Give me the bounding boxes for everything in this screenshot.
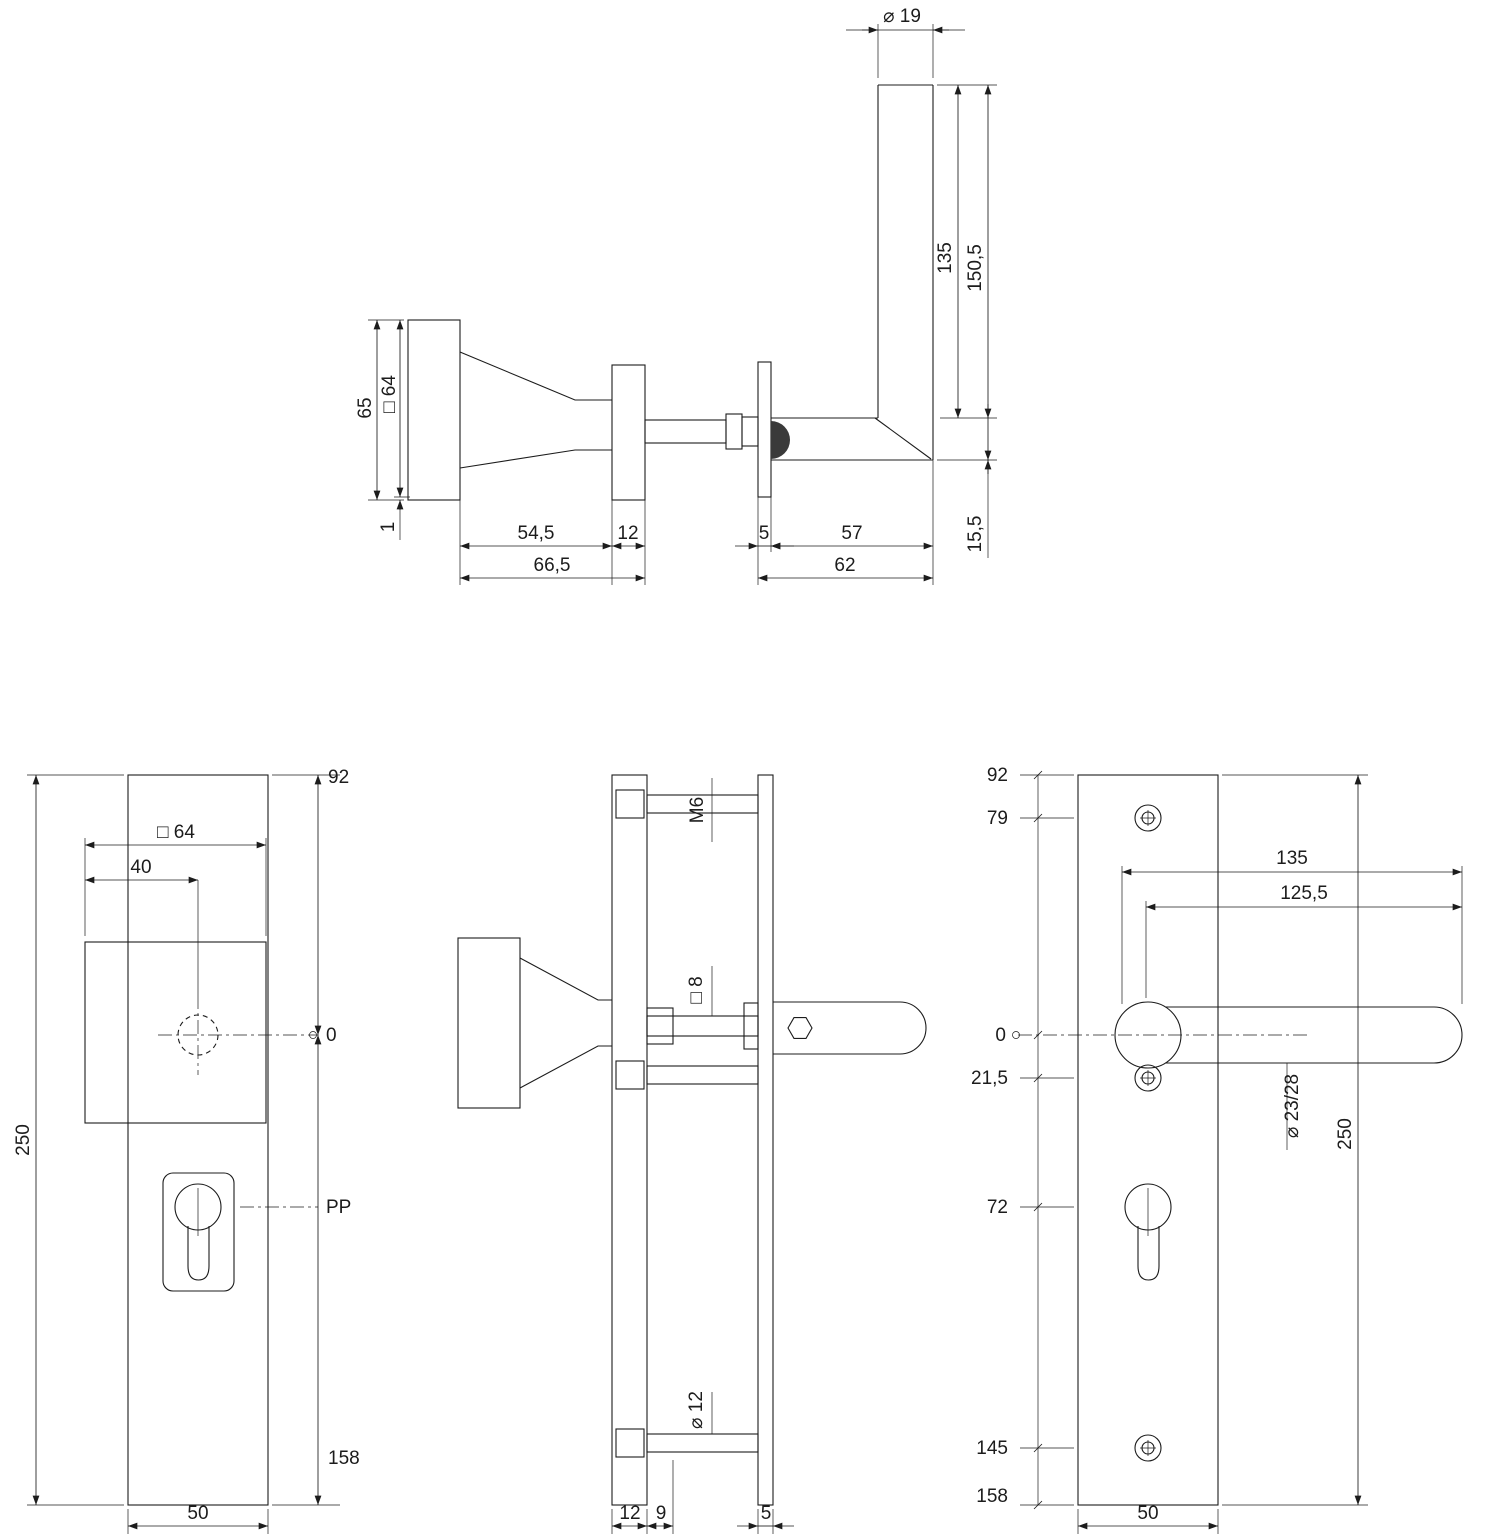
screw-middle [1134,1064,1162,1092]
knob-neck-profile [459,351,612,469]
inside-plate-edge [757,774,774,1506]
cylinder-keyway [187,1226,210,1281]
dim-label-12: 12 [619,1503,640,1524]
bolt-thread [646,1433,759,1453]
dim-label-15-5: 15,5 [965,516,986,553]
dim-label-zero: 0 [995,1025,1006,1046]
dim-label-square8: □ 8 [686,976,707,1003]
inside-plate [1077,774,1219,1506]
view-side-elevation: ⌀ 19 65 □ 64 1 54,5 12 5 57 66,5 62 135 … [355,6,997,585]
dim-label-50: 50 [1137,1503,1158,1524]
dim-label-125-5: 125,5 [1280,883,1328,904]
knob-face-profile [407,319,461,501]
dim-label-158: 158 [976,1486,1008,1507]
lever-grip-edge [773,1001,927,1055]
dim-label-pp: PP [326,1197,351,1218]
dim-label-79: 79 [987,808,1008,829]
threaded-spindle [644,419,727,444]
spindle-nut [725,413,743,450]
dim-label-edge-1: 1 [378,522,399,533]
dim-label-50: 50 [187,1503,208,1524]
dim-label-135: 135 [935,242,956,274]
dim-label-62: 62 [834,555,855,576]
set-screw-hex [787,1017,813,1039]
extension-lines [84,838,267,995]
bolt-head [615,789,645,819]
spindle-washer [743,1002,759,1050]
view-front-inside: 92 79 0 21,5 72 145 158 135 125,5 ⌀ 23/2… [971,765,1463,1534]
spindle-collar [646,1007,674,1045]
dim-label-92: 92 [987,765,1008,786]
extension-lines [1121,866,1463,1004]
handle-bearing-profile [771,421,790,459]
outside-plate [127,774,269,1506]
dim-label-250: 250 [13,1124,34,1156]
bolt-head [615,1428,645,1458]
extension-lines [127,1509,269,1534]
knob-neck-profile [519,957,612,1089]
extension-lines [27,774,124,1506]
ordinate-ticks [1033,770,1043,1510]
dim-label-54-5: 54,5 [518,523,555,544]
dim-label-250: 250 [1335,1118,1356,1150]
datum-marker [1012,1031,1020,1039]
dim-label-square64: □ 64 [157,822,195,843]
dim-label-5: 5 [761,1503,772,1524]
extension-lines [272,774,340,1506]
dim-label-zero: 0 [326,1025,337,1046]
dim-label-57: 57 [841,523,862,544]
extension-lines [1222,774,1368,1506]
cylinder-keyway [1137,1226,1160,1281]
dim-label-dia23-28: ⌀ 23/28 [1282,1074,1303,1138]
bolt-thread [646,1065,759,1085]
screw-bottom [1134,1434,1162,1462]
view-side-mounted: M6 □ 8 ⌀ 12 12 9 5 [457,774,927,1534]
dim-label-135: 135 [1276,848,1308,869]
dim-label-grip-diameter: ⌀ 19 [883,6,921,27]
inside-plate-profile [757,361,772,498]
dim-label-21-5: 21,5 [971,1068,1008,1089]
extension-lines [611,1460,774,1534]
outside-plate-profile [611,364,646,501]
dim-label-12: 12 [617,523,638,544]
view-front-outside: 0 PP □ 64 40 250 92 158 50 [13,767,360,1534]
extension-lines [1020,774,1074,1506]
cylinder-rosette [162,1172,235,1292]
screw-top [1134,804,1162,832]
dim-label-knob-height: 65 [355,397,376,418]
square-spindle [646,1015,759,1037]
dim-label-m6: M6 [687,797,708,823]
dim-label-knob-square: □ 64 [379,375,400,413]
extension-lines [1077,1509,1219,1534]
dim-label-145: 145 [976,1438,1008,1459]
dim-label-150-5: 150,5 [965,244,986,292]
spindle-washer [741,416,759,447]
bolt-thread [646,794,759,814]
dim-label-dia12: ⌀ 12 [686,1391,707,1429]
knob-square-face [84,941,267,1124]
knob-face-profile [457,937,521,1109]
extension-lines [877,24,934,78]
extension-lines [459,460,934,585]
dim-label-66-5: 66,5 [534,555,571,576]
dim-label-92: 92 [328,767,349,788]
dim-label-72: 72 [987,1197,1008,1218]
bolt-head [615,1060,645,1090]
dim-label-9: 9 [656,1503,667,1524]
lever-handle-profile [771,84,934,461]
centerlines [158,995,318,1075]
dim-label-158: 158 [328,1448,360,1469]
dim-label-40: 40 [130,857,151,878]
lever-grip [1165,1006,1463,1064]
outside-plate-edge [611,774,648,1506]
dim-label-5: 5 [759,523,770,544]
